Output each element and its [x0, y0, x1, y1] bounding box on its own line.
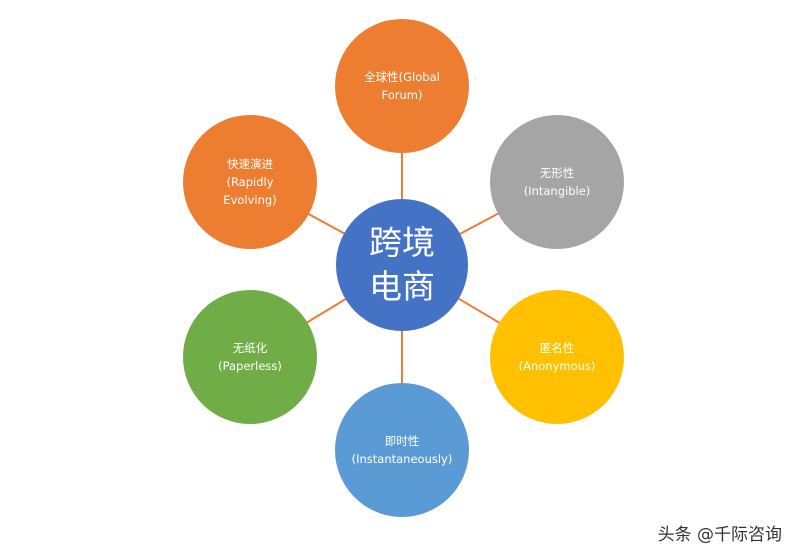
node-global: 全球性(Global Forum) [335, 19, 469, 153]
node-label: 全球性(Global [364, 70, 440, 84]
node-label: 匿名性 [539, 341, 575, 355]
node-paperless: 无纸化 (Paperless) [183, 290, 317, 424]
node-label: 无形性 [539, 166, 575, 180]
center-node: 跨境 电商 [336, 199, 468, 331]
credit-watermark: 头条 @千际咨询 [657, 525, 782, 545]
node-rapidly-evolving: 快速演进 (Rapidly Evolving) [183, 115, 317, 249]
node-label: Forum) [381, 88, 423, 102]
node-label: (Anonymous) [518, 359, 596, 373]
node-label: (Paperless) [218, 359, 282, 373]
node-label: 无纸化 [232, 341, 268, 355]
node-anonymous: 匿名性 (Anonymous) [490, 290, 624, 424]
node-instantaneous: 即时性 (Instantaneously) [335, 383, 469, 517]
center-label: 跨境 [369, 223, 435, 262]
node-intangible: 无形性 (Intangible) [490, 115, 624, 249]
node-label: (Instantaneously) [351, 452, 453, 466]
node-label: (Intangible) [523, 184, 591, 198]
node-label: (Rapidly [226, 175, 274, 189]
center-label: 电商 [369, 267, 435, 306]
node-label: 快速演进 [227, 157, 273, 171]
node-label: Evolving) [223, 193, 277, 207]
node-label: 即时性 [384, 434, 420, 448]
